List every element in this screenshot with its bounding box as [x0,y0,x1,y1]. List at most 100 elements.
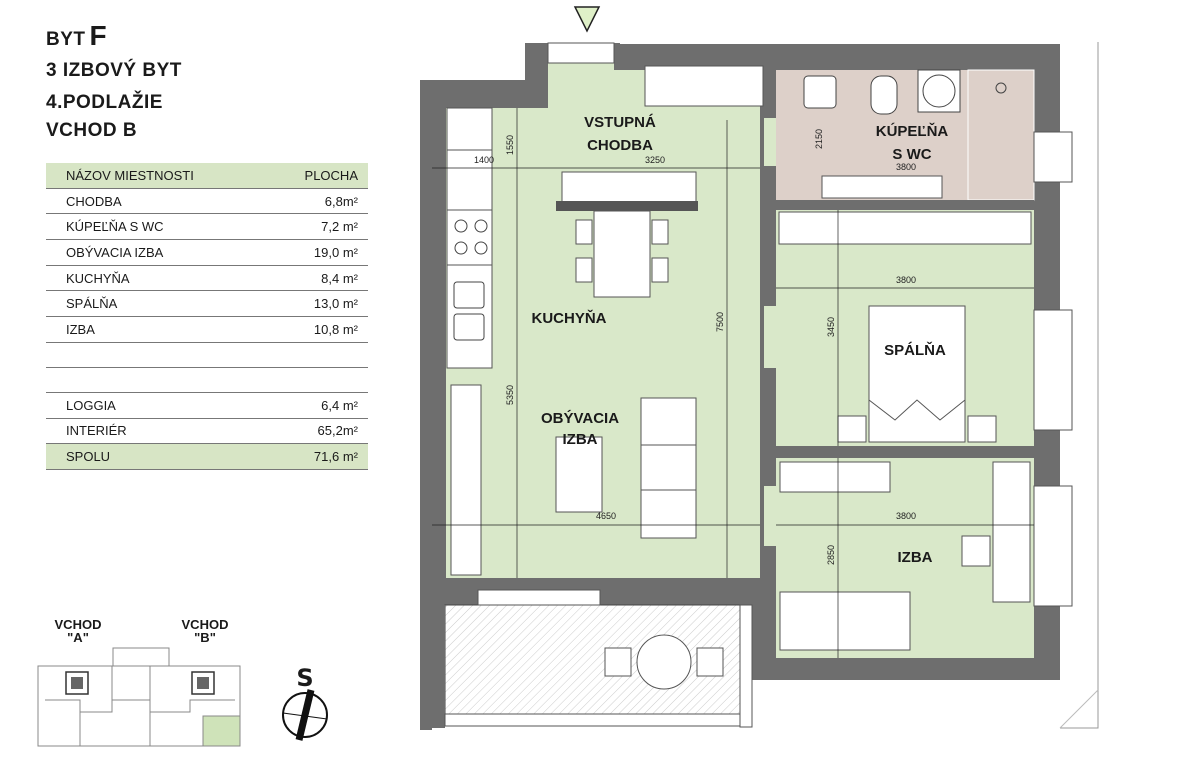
room-area: 19,0 m² [254,239,368,266]
dim-3800-room: 3800 [896,511,916,521]
total-name: INTERIÉR [46,418,255,445]
living-label-2: IZBA [563,431,598,448]
room-area: 13,0 m² [254,290,368,318]
table-spacer-row [46,342,368,368]
room-area: 7,2 m² [254,213,368,241]
dim-1550: 1550 [505,135,515,155]
room-desk [992,461,1031,603]
room-name: KÚPEĽŇA S WC [46,213,255,241]
dim-3800-bath: 3800 [896,162,916,172]
room-name: OBÝVACIA IZBA [46,239,255,266]
shower-icon [995,82,1007,94]
toilet [870,75,898,115]
room-name: SPÁLŇA [46,290,255,318]
kitchen-island [561,171,697,203]
living-label-1: OBÝVACIA [541,409,619,427]
room-name: IZBA [46,316,255,343]
entrance-b-label: VCHOD "B" [175,618,235,644]
room-area: 8,4 m² [254,265,368,292]
dim-7500: 7500 [715,312,725,332]
bedroom-label: SPÁLŇA [884,341,946,359]
room-label: IZBA [898,549,933,566]
single-bed [779,591,911,651]
apartment-type: 3 IZBOVÝ BYT [46,60,182,81]
dim-5350: 5350 [505,385,515,405]
room-area: 6,8m² [254,188,368,215]
washing-machine [917,69,961,113]
room-window [1033,485,1073,607]
kitchen-label: KUCHYŇA [532,309,607,327]
spacer-cell [254,342,368,368]
hall-label-2: CHODBA [587,137,653,154]
loggia-table [636,634,692,690]
compass-letter: S [296,664,313,692]
dim-3800-bedroom: 3800 [896,275,916,285]
entrance-a-label: VCHOD "A" [48,618,108,644]
staircase-a-icon [65,671,89,695]
bath-window [1033,131,1073,183]
table-header-row: NÁZOV MIESTNOSTI PLOCHA [46,163,368,189]
total-name: SPOLU [46,443,255,470]
dim-2150: 2150 [814,129,824,149]
bedroom-wardrobe [778,211,1032,245]
dim-3450: 3450 [826,317,836,337]
bedroom-window [1033,309,1073,431]
entrance-b-letter: "B" [194,630,216,645]
col-area-header: PLOCHA [254,163,368,189]
dim-3250: 3250 [645,155,665,165]
total-area: 71,6 m² [254,443,368,470]
bathroom-label-1: KÚPEĽŇA [876,122,949,140]
apartment-prefix: BYT [46,29,86,50]
bathroom-label-2: S WC [892,146,931,163]
compass: S [282,664,328,741]
apartment-entrance: VCHOD B [46,120,138,141]
staircase-b-icon [191,671,215,695]
apartment-floor: 4.PODLAŽIE [46,92,163,113]
col-name-header: NÁZOV MIESTNOSTI [46,163,255,189]
room-name: CHODBA [46,188,255,215]
minimap-roof [112,647,170,667]
entrance-a-letter: "A" [67,630,89,645]
room-shelf [779,461,891,493]
entrance-door [547,42,615,64]
entrance-arrow-icon [573,6,601,33]
total-name: LOGGIA [46,392,255,419]
entrance-b-word: VCHOD [181,617,229,632]
washbasin [803,75,837,109]
table-spacer-row [46,367,368,393]
double-bed [868,305,966,443]
hall-wardrobe [644,65,764,107]
site-minimap [37,647,241,747]
tv-cabinet [450,384,482,576]
dining-table [593,210,651,298]
apartment-location-marker [202,715,241,747]
entrance-a-word: VCHOD [54,617,102,632]
spacer-cell [46,342,255,368]
apartment-letter: F [89,20,108,51]
dim-4650: 4650 [596,511,616,521]
total-area: 65,2m² [254,418,368,445]
bath-cabinet [821,175,943,199]
spacer-cell [254,367,368,393]
room-area: 10,8 m² [254,316,368,343]
dim-2850: 2850 [826,545,836,565]
loggia-door [477,589,601,606]
compass-needle-icon [295,689,315,741]
loggia-railing [444,713,746,727]
coffee-table [555,436,603,513]
sofa [640,397,697,539]
dim-1400: 1400 [474,155,494,165]
room-name: KUCHYŇA [46,265,255,292]
total-area: 6,4 m² [254,392,368,419]
